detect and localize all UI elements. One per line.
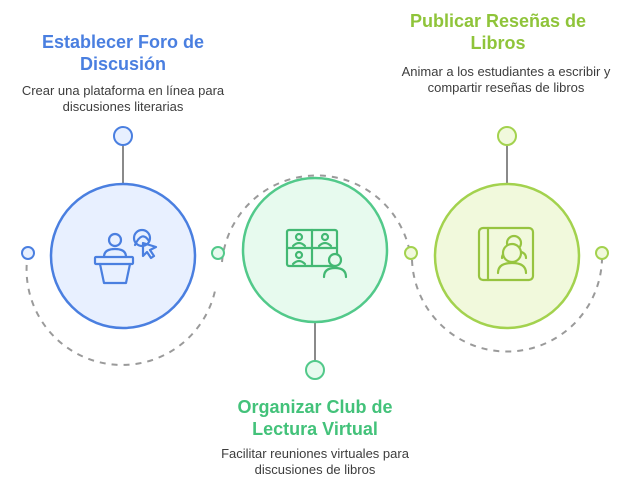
step-3-description: Animar a los estudiantes a escribir y co…	[401, 64, 611, 95]
arc-dot-middle-left	[211, 246, 225, 260]
book-with-people-icon	[477, 226, 535, 282]
arc-dot-right	[595, 246, 609, 260]
step-2-description: Facilitar reuniones virtuales para discu…	[221, 446, 409, 477]
step-1-description: Crear una plataforma en línea para discu…	[21, 83, 225, 114]
stem-dot-step-1	[113, 126, 133, 146]
connector-arc-right	[411, 252, 604, 353]
arc-dot-middle-right	[404, 246, 418, 260]
connector-arc-middle	[221, 174, 411, 263]
presenter-with-cursor-icon	[93, 228, 158, 285]
stem-dot-step-2	[305, 360, 325, 380]
step-2-circle	[241, 176, 389, 324]
step-2-title: Organizar Club de Lectura Virtual	[237, 397, 393, 439]
video-conference-icon	[285, 228, 348, 279]
step-1-title: Establecer Foro de Discusión	[41, 32, 205, 74]
arc-dot-left	[21, 246, 35, 260]
step-3-title: Publicar Reseñas de Libros	[409, 11, 587, 53]
stem-dot-step-3	[497, 126, 517, 146]
connector-arc-left	[25, 252, 217, 366]
